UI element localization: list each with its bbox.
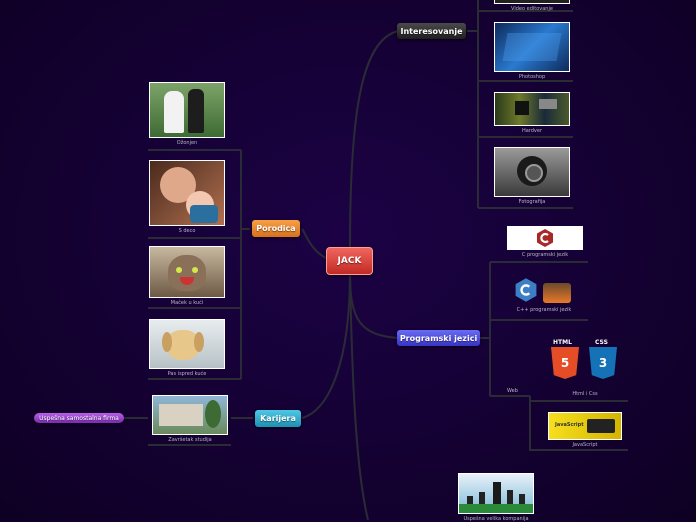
branch-programski-label: Programski jezici xyxy=(399,333,478,343)
cat-photo-icon xyxy=(149,246,225,298)
html5-shield: 5 xyxy=(551,347,579,379)
branch-karijera-label: Karijera xyxy=(260,414,296,423)
node-samostalna-firma[interactable]: Uspešna samostalna firma xyxy=(34,413,124,423)
family-photo-icon xyxy=(149,160,225,226)
node-web-label[interactable]: Web xyxy=(507,388,518,394)
html-text: HTML xyxy=(553,339,572,346)
c-logo-icon xyxy=(507,226,583,250)
node-fotografija[interactable]: Fotografija xyxy=(494,147,570,205)
node-cpp-caption: C++ programski jezik xyxy=(516,307,572,313)
html-css-logo-icon: HTML CSS 5 3 xyxy=(549,339,621,381)
branch-interesovanje-label: Interesovanje xyxy=(400,26,463,36)
node-samostalna-firma-label: Uspešna samostalna firma xyxy=(39,414,119,422)
campus-photo-icon xyxy=(152,395,228,435)
node-photoshop[interactable]: Photoshop xyxy=(494,22,570,80)
node-c-caption: C programski jezik xyxy=(521,252,569,258)
node-fotografija-caption: Fotografija xyxy=(518,199,546,205)
css-text: CSS xyxy=(595,339,608,346)
node-javascript[interactable]: JavaScript JavaScript xyxy=(548,412,622,448)
branch-programski-jezici[interactable]: Programski jezici xyxy=(397,330,480,346)
node-video-editovanje[interactable]: Video editovanje xyxy=(494,0,570,12)
video-editing-image-icon xyxy=(494,0,570,4)
node-zavrsetak-caption: Završetak studija xyxy=(168,437,212,443)
photoshop-image-icon xyxy=(494,22,570,72)
node-pas[interactable]: Pas ispred kuće xyxy=(149,319,225,377)
node-html-css[interactable]: HTML CSS 5 3 Html i Css xyxy=(549,339,621,397)
node-ozonjen[interactable]: Ožonjen xyxy=(149,82,225,146)
node-cpp-jezik[interactable]: C++ programski jezik xyxy=(513,277,575,313)
node-html-css-caption: Html i Css xyxy=(572,391,598,397)
javascript-image-icon: JavaScript xyxy=(548,412,622,440)
node-macek[interactable]: Maček u kući xyxy=(149,246,225,306)
node-hardver[interactable]: Hardver xyxy=(494,92,570,134)
node-photoshop-caption: Photoshop xyxy=(518,74,546,80)
central-topic[interactable]: JACK xyxy=(326,247,373,275)
node-c-jezik[interactable]: C programski jezik xyxy=(507,226,583,258)
photographer-image-icon xyxy=(494,147,570,197)
node-ozonjen-caption: Ožonjen xyxy=(176,140,198,146)
node-s-deco-caption: S deco xyxy=(178,228,196,234)
cpp-logo-icon xyxy=(513,277,575,305)
wedding-photo-icon xyxy=(149,82,225,138)
branch-karijera[interactable]: Karijera xyxy=(255,410,301,427)
branch-porodica-label: Porodica xyxy=(256,224,296,233)
css3-shield: 3 xyxy=(589,347,617,379)
node-pas-caption: Pas ispred kuće xyxy=(167,371,207,377)
branch-porodica[interactable]: Porodica xyxy=(252,220,300,237)
node-hardver-caption: Hardver xyxy=(521,128,543,134)
node-velika-kompanija[interactable]: Uspešna velika kompanija xyxy=(458,473,534,522)
team-success-image-icon xyxy=(458,473,534,514)
node-velika-kompanija-caption: Uspešna velika kompanija xyxy=(463,516,529,522)
central-label: JACK xyxy=(337,256,362,266)
node-zavrsetak-studija[interactable]: Završetak studija xyxy=(152,395,228,443)
branch-interesovanje[interactable]: Interesovanje xyxy=(397,23,466,39)
hardware-image-icon xyxy=(494,92,570,126)
js-badge: JavaScript xyxy=(555,422,584,428)
node-s-deco[interactable]: S deco xyxy=(149,160,225,234)
dog-photo-icon xyxy=(149,319,225,369)
node-macek-caption: Maček u kući xyxy=(170,300,204,306)
node-javascript-caption: JavaScript xyxy=(572,442,598,448)
node-video-caption: Video editovanje xyxy=(511,6,553,12)
